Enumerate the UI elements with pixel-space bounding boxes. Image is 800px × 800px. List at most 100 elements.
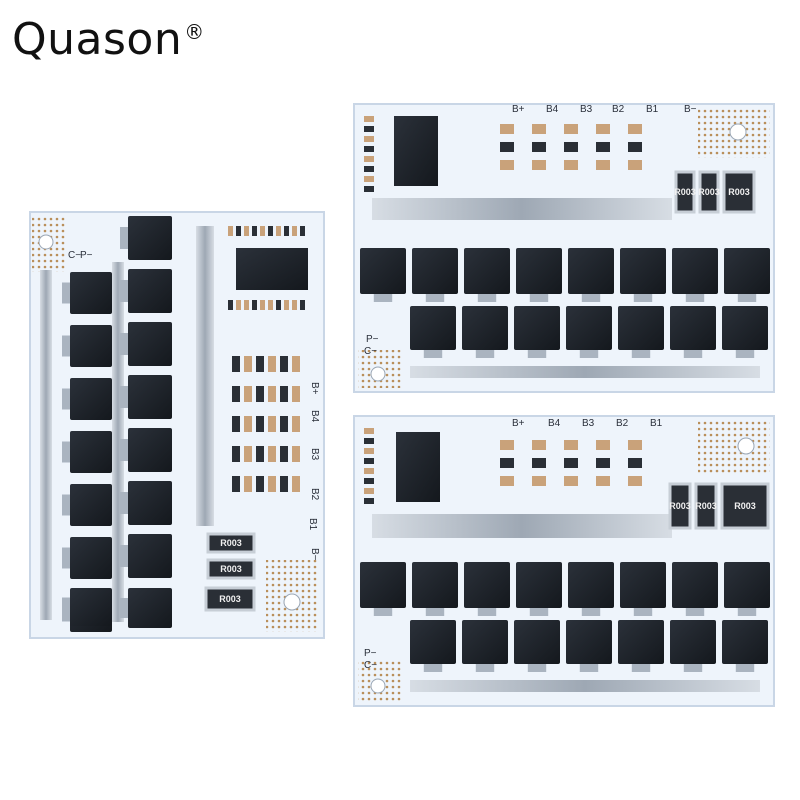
terminal-label: B4 (309, 410, 320, 423)
smd-part (364, 428, 374, 434)
mosfet-tab (529, 608, 549, 616)
smd-part (256, 476, 264, 492)
smd-part (280, 386, 288, 402)
mosfet-array-br (360, 562, 770, 672)
smd-part (260, 226, 265, 236)
smd-part (564, 124, 578, 134)
mosfet-tab (633, 608, 653, 616)
smd-part (256, 416, 264, 432)
smd-part (596, 124, 610, 134)
mosfet-chip (410, 620, 456, 664)
mosfet-chip (516, 562, 562, 608)
mosfet-chip (70, 378, 112, 420)
mosfet-tab (62, 547, 70, 569)
terminal-label: B+ (309, 382, 320, 395)
smd-part (364, 478, 374, 484)
mosfet-tab (120, 386, 128, 408)
smd-part (364, 488, 374, 494)
mosfet-chip (618, 620, 664, 664)
resistor-code: R003 (728, 187, 750, 197)
mosfet-chip (128, 322, 172, 366)
resistor-code: R003 (669, 501, 691, 511)
smd-part (532, 476, 546, 486)
mosfet-tab (737, 294, 757, 302)
smd-part (596, 458, 610, 468)
terminal-label: P− (364, 648, 377, 659)
smd-components-tr (364, 116, 642, 192)
mosfet-tab (475, 350, 495, 358)
smd-part (364, 146, 374, 152)
mosfet-tab (425, 294, 445, 302)
smd-part (284, 300, 289, 310)
mosfet-chip (724, 248, 770, 294)
sense-resistor: R003 (206, 558, 256, 580)
mosfet-tab (683, 664, 703, 672)
mosfet-tab (120, 333, 128, 355)
mosfet-chip (568, 248, 614, 294)
terminal-label: B+ (512, 104, 525, 115)
smd-part (292, 476, 300, 492)
terminal-label: B1 (646, 104, 659, 115)
resistor-code: R003 (674, 187, 696, 197)
smd-part (564, 458, 578, 468)
mosfet-tab (579, 664, 599, 672)
mosfet-tab (423, 664, 443, 672)
mosfet-tab (62, 388, 70, 410)
terminal-label: B+ (512, 418, 525, 429)
smd-part (252, 300, 257, 310)
mosfet-tab (735, 350, 755, 358)
terminal-label: C− (68, 250, 81, 261)
mosfet-chip (618, 306, 664, 350)
smd-part (300, 300, 305, 310)
mosfet-tab (633, 294, 653, 302)
smd-part (292, 416, 300, 432)
smd-part (256, 386, 264, 402)
mosfet-tab (373, 608, 393, 616)
resistor-code: R003 (698, 187, 720, 197)
resistor-body (698, 170, 720, 214)
smd-part (532, 124, 546, 134)
mosfet-tab (62, 494, 70, 516)
mosfet-chip (70, 537, 112, 579)
smd-part (564, 142, 578, 152)
mosfet-chip (514, 306, 560, 350)
controller-ic-left (236, 248, 308, 290)
resistor-body (694, 482, 718, 530)
mounting-hole-left-bottom (283, 593, 301, 611)
smd-part (252, 226, 257, 236)
resistor-body (204, 586, 256, 612)
mounting-hole-tr-top (729, 123, 747, 141)
mosfet-chip (462, 306, 508, 350)
terminal-label: B4 (546, 104, 559, 115)
smd-part (292, 446, 300, 462)
smd-part (532, 160, 546, 170)
smd-part (232, 416, 240, 432)
mosfet-tab (475, 664, 495, 672)
smd-part (364, 126, 374, 132)
smd-part (364, 166, 374, 172)
mosfet-chip (722, 620, 768, 664)
smd-part (628, 458, 642, 468)
mosfet-chip (412, 248, 458, 294)
smd-part (256, 446, 264, 462)
mosfet-chip (672, 248, 718, 294)
smd-part (236, 226, 241, 236)
sense-resistor: R003 (720, 482, 770, 530)
mosfet-chip (128, 588, 172, 628)
mosfet-chip (568, 562, 614, 608)
mosfet-chip (360, 562, 406, 608)
terminal-label: P− (80, 250, 93, 261)
resistor-code: R003 (219, 594, 241, 604)
smd-part (500, 160, 514, 170)
resistor-code: R003 (220, 538, 242, 548)
mosfet-chip (412, 562, 458, 608)
mosfet-chip (70, 484, 112, 526)
mosfet-tab (735, 664, 755, 672)
solder-strip-tr-top (372, 198, 672, 220)
mosfet-chip (722, 306, 768, 350)
mosfet-chip (128, 534, 172, 578)
